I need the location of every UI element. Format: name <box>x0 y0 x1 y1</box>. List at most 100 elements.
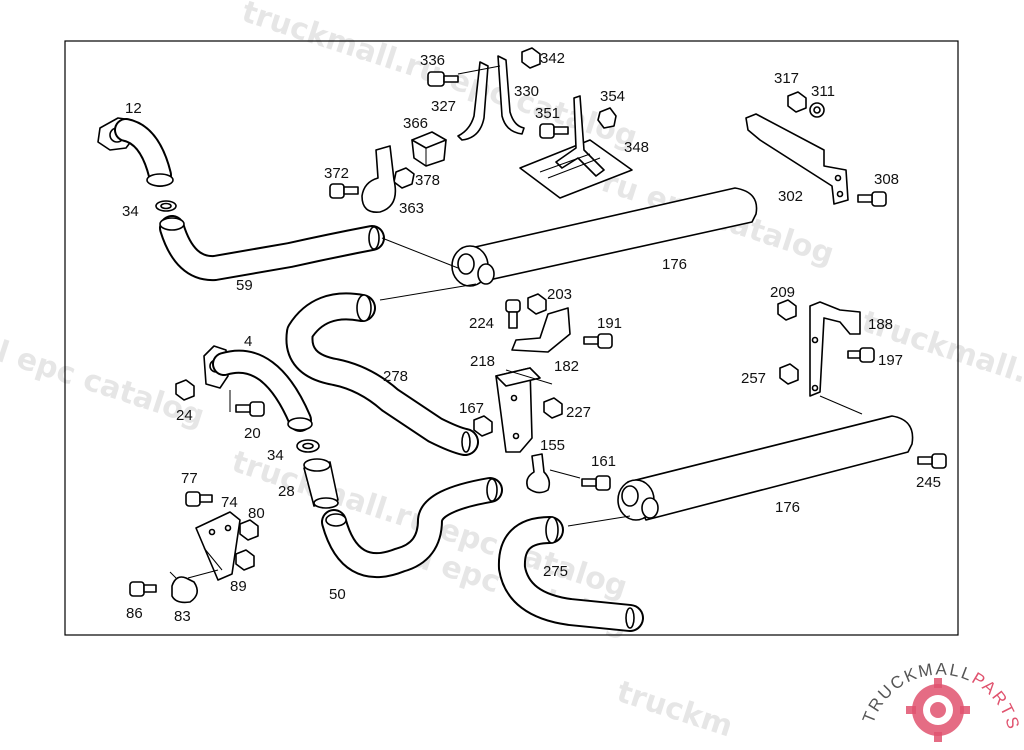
leader-line <box>187 569 219 579</box>
part-167-nut <box>473 415 493 437</box>
label-366: 366 <box>403 115 428 132</box>
label-278: 278 <box>383 368 408 385</box>
label-34-lower: 34 <box>267 447 284 464</box>
part-227-nut <box>543 397 563 419</box>
leader-line <box>381 237 459 269</box>
part-34-gasket-hole <box>302 442 314 450</box>
part-363-clamp <box>361 145 397 213</box>
part-342-nut <box>521 47 541 69</box>
callout-labels: 12 34 59 336 342 327 330 366 351 354 372… <box>122 50 941 625</box>
label-176-upper: 176 <box>662 256 687 273</box>
label-197: 197 <box>878 352 903 369</box>
label-348: 348 <box>624 139 649 156</box>
label-74: 74 <box>221 494 238 511</box>
label-257: 257 <box>741 370 766 387</box>
label-182: 182 <box>554 358 579 375</box>
label-372: 372 <box>324 165 349 182</box>
part-80-nut <box>239 519 259 541</box>
part-372-bolt <box>329 183 359 199</box>
label-77: 77 <box>181 470 198 487</box>
label-89: 89 <box>230 578 247 595</box>
part-28-sleeve <box>303 458 339 509</box>
label-59: 59 <box>236 277 253 294</box>
part-209-nut <box>777 299 797 321</box>
part-4-elbow <box>203 345 313 432</box>
part-245-bolt <box>917 453 947 469</box>
part-83-clamp <box>169 571 198 604</box>
label-83: 83 <box>174 608 191 625</box>
label-227: 227 <box>566 404 591 421</box>
part-182-bracket <box>511 307 571 353</box>
diagram-frame <box>64 40 959 636</box>
part-86-bolt <box>129 581 157 597</box>
part-77-bolt <box>185 491 213 507</box>
part-197-bolt <box>847 347 875 363</box>
part-257-nut <box>779 363 799 385</box>
label-209: 209 <box>770 284 795 301</box>
part-34-gasket-hole <box>160 202 172 210</box>
leader-line <box>819 395 863 415</box>
part-218-bracket <box>495 367 541 453</box>
label-155: 155 <box>540 437 565 454</box>
gear-icon <box>906 678 970 742</box>
part-188-bracket <box>809 301 861 397</box>
part-354-nut <box>597 107 617 129</box>
leader-line <box>549 469 581 479</box>
label-342: 342 <box>540 50 565 67</box>
part-224-bolt <box>505 299 521 329</box>
label-4: 4 <box>244 333 252 350</box>
label-378: 378 <box>415 172 440 189</box>
label-354: 354 <box>600 88 625 105</box>
label-161: 161 <box>591 453 616 470</box>
label-24: 24 <box>176 407 193 424</box>
part-24-nut <box>175 379 195 401</box>
label-330: 330 <box>514 83 539 100</box>
part-89-nut <box>235 549 255 571</box>
label-12: 12 <box>125 100 142 117</box>
label-86: 86 <box>126 605 143 622</box>
label-245: 245 <box>916 474 941 491</box>
part-336-bolt <box>427 71 459 87</box>
label-275: 275 <box>543 563 568 580</box>
part-12-elbow <box>97 117 174 187</box>
part-74-bracket <box>195 511 241 581</box>
label-191: 191 <box>597 315 622 332</box>
part-308-bolt <box>857 191 887 207</box>
brand-accent: PARTS <box>969 669 1024 733</box>
label-188: 188 <box>868 316 893 333</box>
label-351: 351 <box>535 105 560 122</box>
watermark-text: truckm <box>613 674 737 744</box>
label-203: 203 <box>547 286 572 303</box>
part-311-washer-hole <box>813 106 821 114</box>
leader-line <box>505 369 553 385</box>
label-218: 218 <box>470 353 495 370</box>
part-317-nut <box>787 91 807 113</box>
label-167: 167 <box>459 400 484 417</box>
label-176-lower: 176 <box>775 499 800 516</box>
label-28: 28 <box>278 483 295 500</box>
part-203-nut <box>527 293 547 315</box>
part-378-nut <box>393 167 415 189</box>
part-59-pipe <box>159 215 385 282</box>
label-311: 311 <box>811 83 835 100</box>
part-176-lower-muffler <box>617 415 914 521</box>
label-224: 224 <box>469 315 494 332</box>
label-308: 308 <box>874 171 899 188</box>
leader-line <box>379 283 477 301</box>
label-317: 317 <box>774 70 799 87</box>
label-20: 20 <box>244 425 261 442</box>
part-50-pipe <box>321 477 503 579</box>
part-327-hanger <box>457 55 525 141</box>
brand-logo: TRUCKMALLPARTS <box>859 659 1024 742</box>
label-34: 34 <box>122 203 139 220</box>
part-275-pipe <box>497 516 644 632</box>
part-161-bolt <box>581 475 611 491</box>
part-20-bolt <box>235 401 265 417</box>
leader-line <box>567 515 631 527</box>
part-366-block <box>411 131 447 167</box>
label-363: 363 <box>399 200 424 217</box>
label-50: 50 <box>329 586 346 603</box>
label-302: 302 <box>778 188 803 205</box>
label-327: 327 <box>431 98 456 115</box>
part-155-clamp <box>526 453 551 494</box>
